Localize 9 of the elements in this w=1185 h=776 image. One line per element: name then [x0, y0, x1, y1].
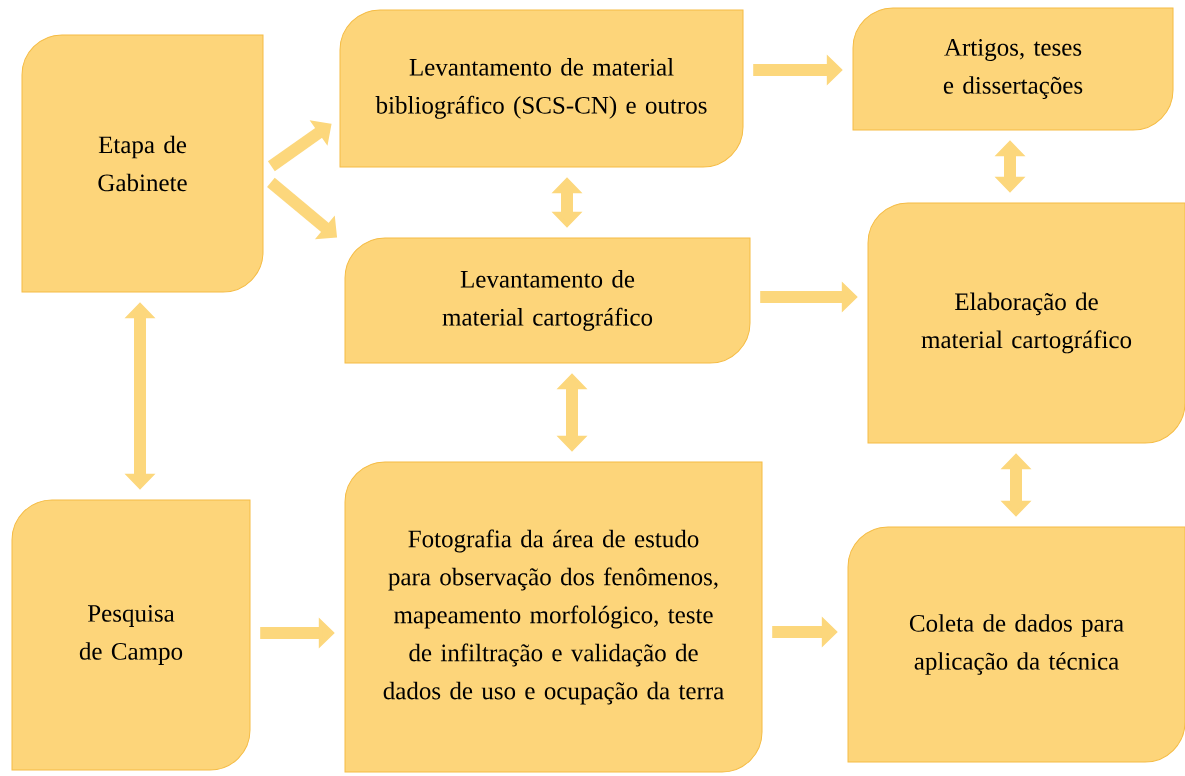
process-box: Levantamento de material bibliográfico (SCS-CN) e outros: [339, 9, 744, 168]
process-box: Artigos, teses e dissertações: [852, 7, 1174, 131]
arrow: [267, 120, 332, 172]
process-box: Levantamento de material cartográfico: [344, 237, 751, 364]
process-box: Etapa de Gabinete: [21, 34, 264, 293]
process-box: Pesquisa de Campo: [11, 499, 251, 771]
process-box: Coleta de dados para aplicação da técnica: [847, 526, 1185, 763]
process-box: Elaboração de material cartográfico: [867, 202, 1185, 444]
process-box: Fotografia da área de estudo para observação dos fenômenos, mapeamento morfológico, teste de infiltração e validação de dados de uso e ocupação da terra: [344, 461, 763, 773]
